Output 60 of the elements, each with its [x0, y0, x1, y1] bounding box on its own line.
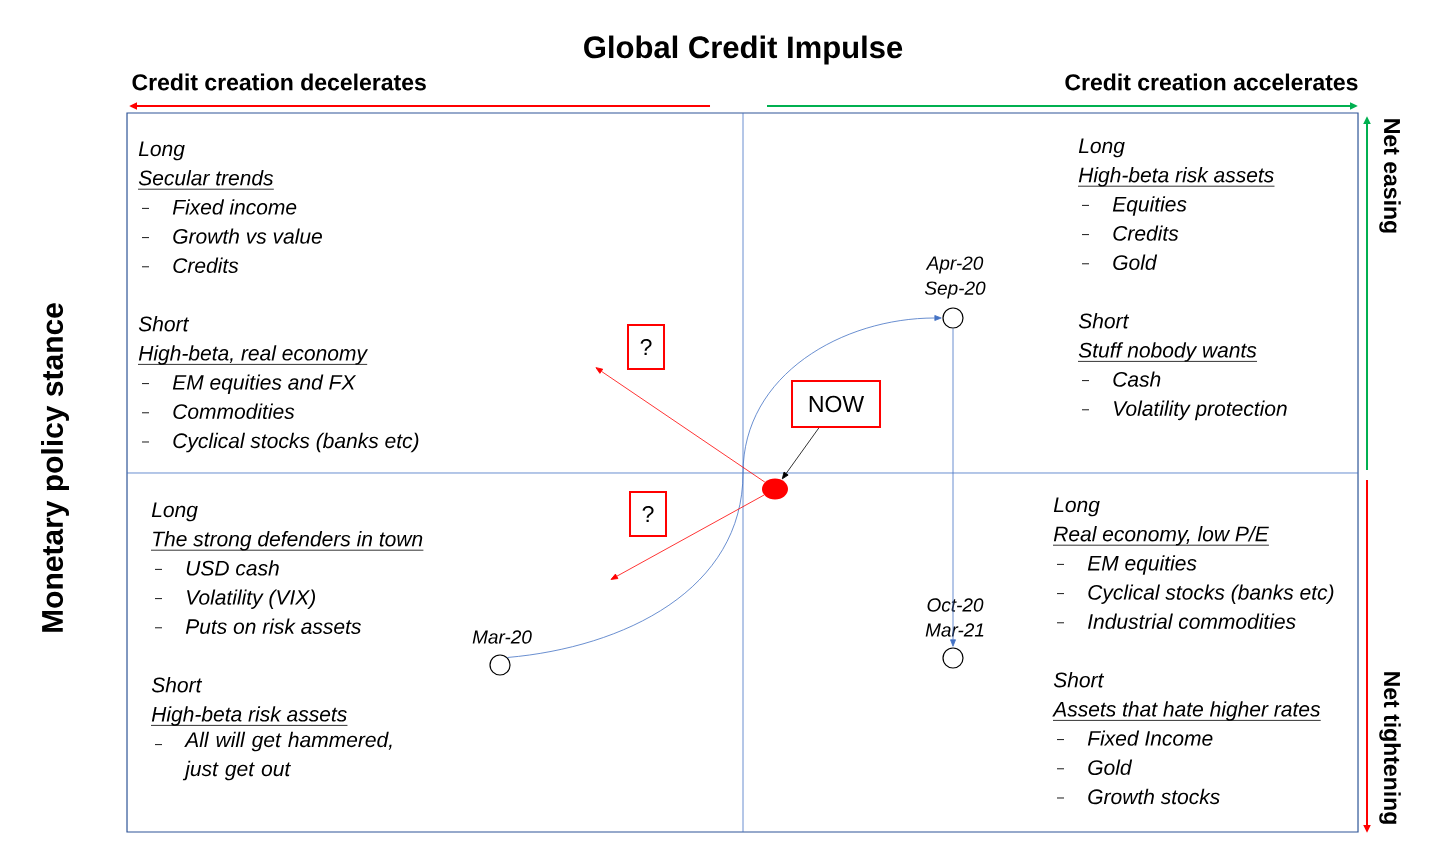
list-item: All will get hammered, just get out: [154, 731, 392, 781]
list-item: Industrial commodities: [1056, 613, 1296, 629]
circle-marker: [942, 647, 964, 669]
arrow: [950, 328, 956, 647]
list-item: EM equities and FX: [141, 374, 357, 394]
arrow: [781, 427, 820, 480]
date-label: Oct-20: [927, 598, 984, 612]
underlined-heading: Stuff nobody wants: [1078, 342, 1257, 362]
list-item: Fixed income: [141, 199, 297, 215]
underlined-heading: High-beta, real economy: [138, 345, 368, 365]
list-item: Puts on risk assets: [154, 618, 361, 634]
arrow: [507, 315, 942, 658]
underlined-heading: Real economy, low P/E: [1053, 526, 1269, 546]
axis-label: Credit creation accelerates: [1065, 73, 1358, 91]
list-item: Cash: [1081, 371, 1161, 387]
quadrant-heading: Short: [138, 316, 190, 332]
list-item: Equities: [1081, 196, 1187, 216]
quadrant-heading: Long: [151, 502, 198, 522]
quadrant-heading: Short: [1053, 672, 1105, 688]
date-label: Apr-20: [925, 256, 984, 274]
quadrant-heading: Long: [1053, 497, 1100, 517]
date-label: Mar-21: [925, 623, 984, 637]
list-item: Gold: [1081, 254, 1158, 270]
axis-label: Net easing: [1379, 119, 1401, 233]
arrow: [595, 367, 766, 483]
list-item: Credits: [141, 257, 239, 273]
axis-label: Net tightening: [1379, 672, 1401, 824]
list-item: Growth vs value: [141, 228, 322, 244]
question-box: ?: [629, 491, 667, 537]
arrow: [610, 494, 765, 580]
list-item: USD cash: [154, 560, 279, 576]
date-label: Sep-20: [924, 281, 986, 299]
list-item: Cyclical stocks (banks etc): [1056, 584, 1334, 604]
quadrant-heading: Long: [138, 141, 185, 161]
circle-marker: [489, 654, 511, 676]
list-item: Growth stocks: [1056, 788, 1220, 805]
list-item: Credits: [1081, 225, 1179, 241]
underlined-heading: Assets that hate higher rates: [1052, 701, 1321, 721]
underlined-heading: High-beta risk assets: [151, 706, 347, 726]
underlined-heading: Secular trends: [138, 170, 274, 186]
callout-box: NOW: [791, 380, 881, 428]
list-item: EM equities: [1056, 555, 1197, 575]
list-item: Gold: [1056, 759, 1133, 775]
list-item: Cyclical stocks (banks etc): [141, 432, 419, 453]
list-item: Fixed Income: [1056, 730, 1213, 746]
date-label: Mar-20: [472, 630, 532, 644]
quadrant-heading: Short: [151, 677, 203, 693]
list-item: Volatility protection: [1081, 400, 1287, 421]
list-item: Volatility (VIX): [154, 589, 315, 609]
marker-dot: [762, 478, 788, 500]
title: Global Credit Impulse: [584, 35, 903, 65]
list-item: Commodities: [141, 403, 295, 419]
quadrant-heading: Long: [1078, 138, 1125, 158]
circle-marker: [942, 307, 964, 329]
underlined-heading: High-beta risk assets: [1078, 167, 1274, 187]
axis-label: Monetary policy stance: [41, 303, 69, 632]
axis-label: Credit creation decelerates: [132, 73, 426, 91]
quadrant-heading: Short: [1078, 313, 1130, 329]
question-box: ?: [627, 324, 665, 370]
underlined-heading: The strong defenders in town: [153, 531, 423, 551]
